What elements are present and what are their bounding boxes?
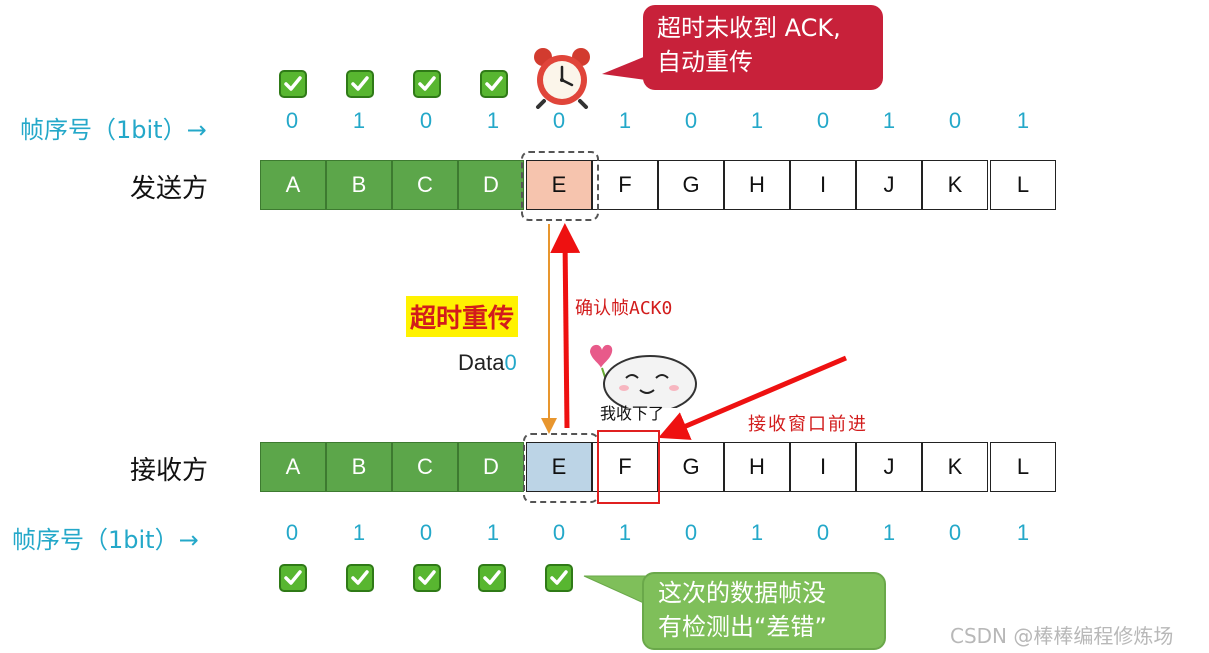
receiver-seq-number: 1: [352, 520, 366, 545]
timeout-bubble-line2: 自动重传: [657, 48, 753, 76]
sender-frame: A: [260, 160, 326, 210]
receiver-seq-number: 0: [419, 520, 433, 545]
receiver-frame: I: [790, 442, 856, 492]
sender-seq-number: 1: [882, 108, 896, 133]
timeout-bubble: 超时未收到 ACK, 自动重传: [643, 5, 883, 90]
sender-frame: K: [922, 160, 988, 210]
ack-label: 确认帧ACK0: [575, 298, 673, 319]
alarm-clock-icon: [534, 48, 590, 109]
receiver-frame-current: E: [526, 442, 592, 492]
retransmit-label: 超时重传: [406, 296, 519, 337]
data-frame-label: Data0: [458, 350, 517, 376]
receiver-frame: A: [260, 442, 326, 492]
sender-seq-number: 0: [684, 108, 698, 133]
receiver-frame: C: [392, 442, 458, 492]
no-error-bubble-tail: [583, 575, 647, 605]
receiver-seq-number: 0: [285, 520, 299, 545]
sender-seq-number: 1: [750, 108, 764, 133]
receiver-seq-number: 1: [486, 520, 500, 545]
sender-seq-number: 1: [352, 108, 366, 133]
receiver-seq-number: 1: [1016, 520, 1030, 545]
sender-window: [521, 151, 599, 221]
sender-frame: C: [392, 160, 458, 210]
receiver-seq-number: 0: [552, 520, 566, 545]
sender-seq-number: 0: [285, 108, 299, 133]
receiver-frame: H: [724, 442, 790, 492]
receiver-seq-number: 1: [618, 520, 632, 545]
timeout-bubble-line1: 超时未收到 ACK,: [657, 14, 841, 42]
sticker: 我收下了: [578, 338, 698, 423]
receiver-frame: J: [856, 442, 922, 492]
receiver-seq-number: 0: [816, 520, 830, 545]
receiver-frame: F: [592, 442, 658, 492]
sender-frame: D: [458, 160, 524, 210]
sender-seq-number: 0: [948, 108, 962, 133]
sender-seq-number: 0: [816, 108, 830, 133]
receiver-seq-number: 0: [684, 520, 698, 545]
no-error-bubble-line1: 这次的数据帧没: [658, 579, 826, 607]
sender-seq-number: 1: [618, 108, 632, 133]
check-icon: [478, 564, 506, 592]
sender-seq-number: 0: [552, 108, 566, 133]
receiver-frame: K: [922, 442, 988, 492]
sender-frame-current: E: [526, 160, 592, 210]
receiver-frame: D: [458, 442, 524, 492]
no-error-bubble-line2: 有检测出“差错”: [658, 613, 827, 641]
ack-arrow: [550, 223, 581, 429]
heart-face-icon: [590, 344, 697, 408]
window-advance-label: 接收窗口前进: [748, 414, 868, 435]
data-frame-seq: 0: [504, 350, 517, 375]
sender-seq-number: 0: [419, 108, 433, 133]
sender-seq-label: 帧序号（1bit）→: [20, 116, 207, 144]
check-icon: [480, 70, 508, 98]
sender-frame: G: [658, 160, 724, 210]
check-icon: [279, 70, 307, 98]
sticker-text: 我收下了: [600, 404, 665, 423]
receiver-frame: G: [658, 442, 724, 492]
timeout-bubble-tail: [602, 56, 646, 80]
receiver-seq-label: 帧序号（1bit）→: [12, 526, 199, 554]
receiver-seq-number: 1: [750, 520, 764, 545]
receiver-new-window: [597, 430, 660, 504]
window-advance-arrow: [658, 355, 847, 440]
receiver-frame: L: [990, 442, 1056, 492]
sender-frame: I: [790, 160, 856, 210]
check-icon: [346, 564, 374, 592]
receiver-seq-number: 1: [882, 520, 896, 545]
receiver-label: 接收方: [130, 456, 209, 486]
check-icon: [545, 564, 573, 592]
sender-frame: L: [990, 160, 1056, 210]
check-icon: [413, 564, 441, 592]
sender-seq-number: 1: [486, 108, 500, 133]
sender-label: 发送方: [130, 174, 209, 204]
check-icon: [279, 564, 307, 592]
sender-frame: B: [326, 160, 392, 210]
data-frame-prefix: Data: [458, 350, 505, 375]
sender-frame: J: [856, 160, 922, 210]
receiver-old-window: [523, 433, 599, 503]
receiver-seq-number: 0: [948, 520, 962, 545]
watermark: CSDN @棒棒编程修炼场: [950, 624, 1174, 648]
sender-frame: H: [724, 160, 790, 210]
receiver-frame: B: [326, 442, 392, 492]
sender-seq-number: 1: [1016, 108, 1030, 133]
no-error-bubble: 这次的数据帧没 有检测出“差错”: [642, 572, 886, 650]
sender-frame: F: [592, 160, 658, 210]
check-icon: [413, 70, 441, 98]
check-icon: [346, 70, 374, 98]
